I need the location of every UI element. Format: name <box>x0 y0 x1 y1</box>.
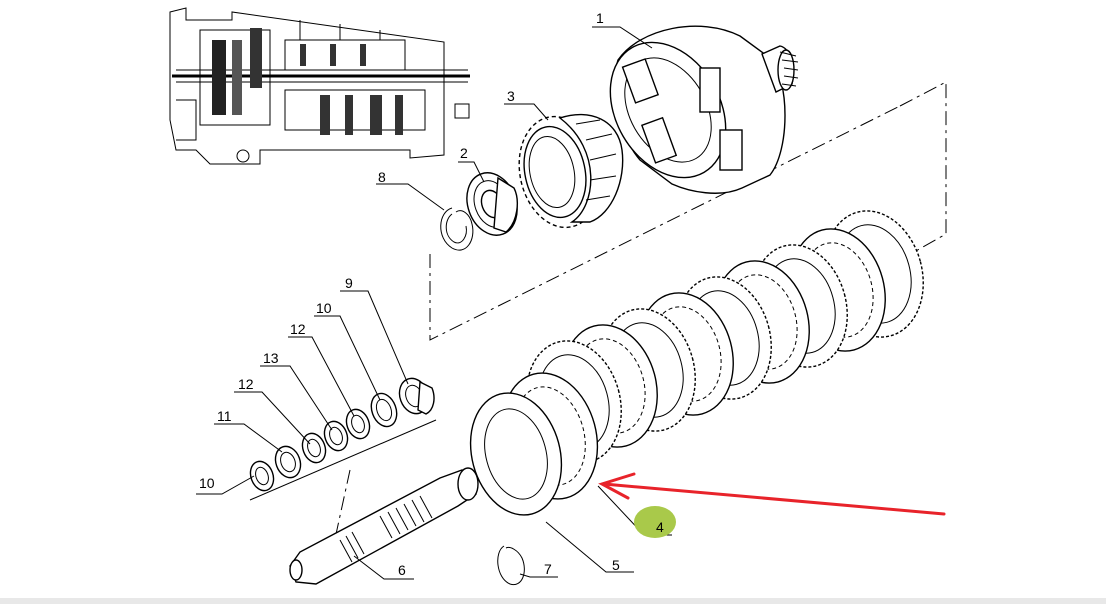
callout-6: 6 <box>398 562 406 578</box>
callout-4: 4 <box>656 519 664 535</box>
callout-7: 7 <box>544 561 552 577</box>
part-6-shaft <box>289 467 479 585</box>
callout-9: 9 <box>345 275 353 291</box>
leader-lines <box>196 26 672 580</box>
part-9-bearing <box>398 377 435 415</box>
part-3-gear <box>518 113 624 229</box>
part-12-washer-lower <box>301 432 327 464</box>
part-8-snap-ring <box>440 207 474 251</box>
part-13-ring <box>323 420 349 452</box>
clutch-plate-stack <box>469 210 924 516</box>
callout-10-upper: 10 <box>316 300 332 316</box>
callout-5: 5 <box>612 557 620 573</box>
callout-1: 1 <box>596 10 604 26</box>
callout-12-lower: 12 <box>238 376 254 392</box>
part-10-ring-upper <box>370 392 398 428</box>
callout-10-lower: 10 <box>199 475 215 491</box>
small-parts-group <box>249 377 437 501</box>
part-12-washer-upper <box>345 408 371 440</box>
callout-3: 3 <box>507 88 515 104</box>
part-2-bearing <box>466 172 518 236</box>
transmission-cross-section-thumbnail <box>169 7 470 165</box>
red-annotation-arrow <box>598 472 946 516</box>
callout-12-upper: 12 <box>290 321 306 337</box>
callout-8: 8 <box>378 169 386 185</box>
callout-11: 11 <box>217 408 232 424</box>
part-7-snap-ring <box>497 545 525 586</box>
part-10-ring-lower <box>249 460 275 492</box>
window-bottom-edge <box>0 598 1106 604</box>
callout-13: 13 <box>263 350 279 366</box>
part-11-bearing <box>274 445 302 479</box>
part-4-highlight <box>634 506 676 538</box>
part-5-pressure-plate <box>469 392 563 516</box>
part-1-clutch-drum <box>609 25 799 194</box>
callout-2: 2 <box>460 145 468 161</box>
callout-labels: 1 2 3 8 9 10 12 13 12 11 10 5 6 7 <box>199 10 620 578</box>
